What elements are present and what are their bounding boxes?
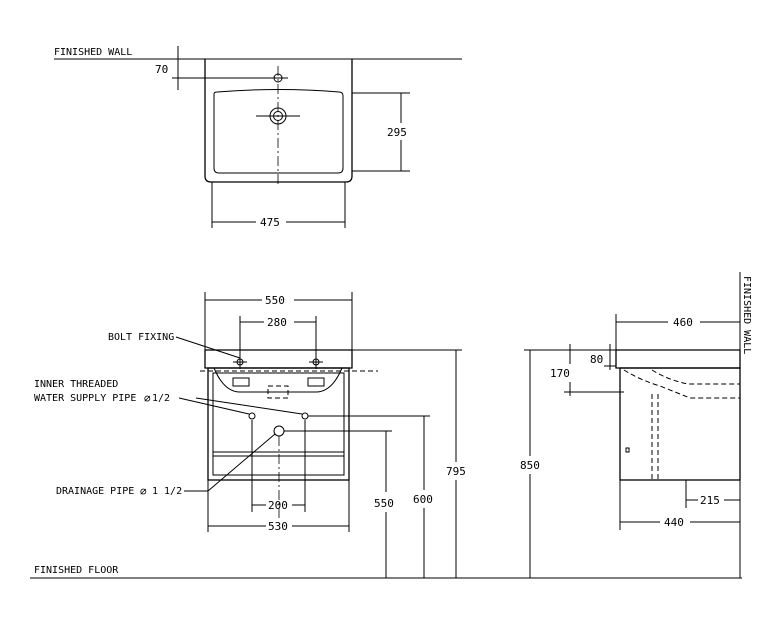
bolt-fixing-label: BOLT FIXING (108, 332, 174, 343)
dim-550: 550 (265, 294, 285, 307)
drain-dia-symbol: ∅ (140, 485, 147, 498)
dim-295: 295 (387, 126, 407, 139)
water-leader-b (195, 397, 303, 415)
side-basin-bowl-2 (651, 369, 740, 385)
basin-underside (213, 367, 343, 393)
water-pipe-left (248, 412, 256, 420)
finished-wall-label: FINISHED WALL (54, 47, 132, 58)
dim-550-vertical: 550 (374, 497, 394, 510)
dim-475: 475 (260, 216, 280, 229)
side-finished-wall-label: FINISHED WALL (741, 276, 752, 354)
dim-170: 170 (550, 367, 570, 380)
dim-280: 280 (267, 316, 287, 329)
water-leader-a (178, 397, 250, 415)
dim-795: 795 (446, 465, 466, 478)
dim-70: 70 (155, 63, 168, 76)
dim-440: 440 (664, 516, 684, 529)
bolt-fixing-leader (175, 336, 241, 359)
bracket-right (307, 377, 325, 387)
drainage-dim: 1 1/2 (152, 486, 182, 497)
side-handle (625, 447, 630, 453)
finished-floor-label: FINISHED FLOOR (34, 565, 119, 576)
side-basin-bowl (623, 369, 740, 399)
dim-460: 460 (673, 316, 693, 329)
water-pipe-right (301, 412, 309, 420)
cabinet-inner (212, 372, 345, 476)
side-cabinet (619, 367, 741, 481)
cabinet (207, 367, 350, 481)
water-supply-dim: 1/2 (152, 393, 170, 404)
basin-outline (204, 59, 353, 183)
bolt-left (236, 358, 244, 366)
basin-bowl (213, 89, 344, 174)
side-basin (615, 349, 741, 369)
basin-front (204, 349, 353, 369)
drain-leader-d (207, 433, 276, 492)
dim-530: 530 (268, 520, 288, 533)
drain-trap (267, 385, 289, 399)
dim-200: 200 (268, 499, 288, 512)
dim-215: 215 (700, 494, 720, 507)
drainage-pipe-label: DRAINAGE PIPE (56, 486, 134, 497)
water-dia-symbol: ∅ (144, 392, 151, 405)
bracket-left (232, 377, 250, 387)
water-supply-label: WATER SUPPLY PIPE (34, 393, 136, 404)
dim-600: 600 (413, 493, 433, 506)
dim-80: 80 (590, 353, 603, 366)
front-view: 550 280 BOLT FIXING (34, 292, 466, 578)
drain-pipe (273, 425, 285, 437)
inner-threaded-label: INNER THREADED (34, 379, 118, 390)
dim-850: 850 (520, 459, 540, 472)
bolt-right (312, 358, 320, 366)
side-view: FINISHED WALL 460 80 170 850 215 (520, 272, 752, 578)
plan-view: FINISHED WALL 70 295 475 (54, 46, 462, 229)
